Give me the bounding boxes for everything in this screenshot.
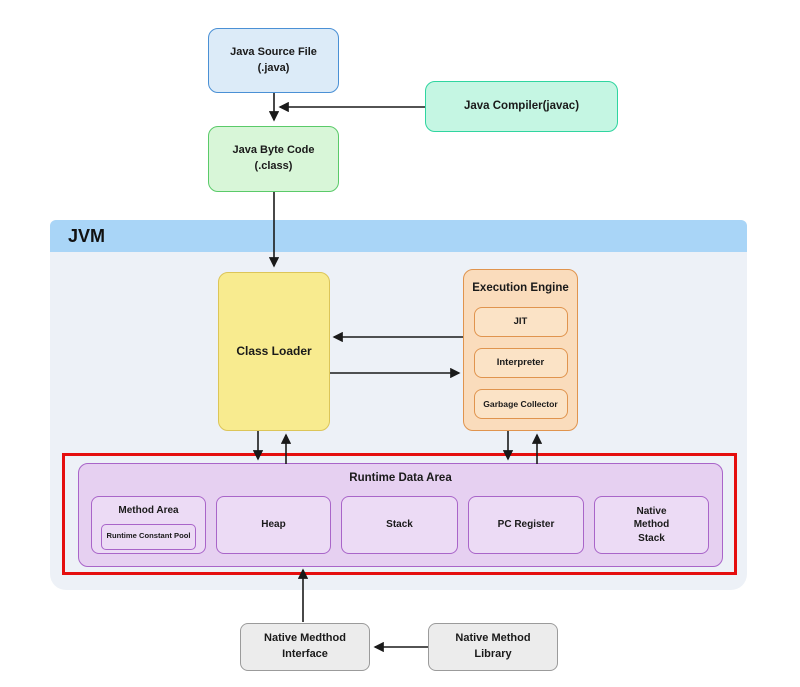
node-jit: JIT <box>473 306 568 337</box>
node-java-source-file: Java Source File (.java) <box>208 28 339 93</box>
native-method-interface-line1: Native Medthod <box>264 632 346 645</box>
node-native-method-library: Native Method Library <box>428 623 558 671</box>
java-byte-code-label: Java Byte Code <box>232 144 315 157</box>
garbage-collector-label: Garbage Collector <box>483 398 558 409</box>
node-runtime-constant-pool: Runtime Constant Pool <box>101 523 196 550</box>
node-stack: Stack <box>341 496 458 554</box>
class-loader-label: Class Loader <box>236 343 312 358</box>
node-heap: Heap <box>216 496 331 554</box>
node-native-method-interface: Native Medthod Interface <box>240 623 370 671</box>
java-byte-code-extension: (.class) <box>254 160 293 172</box>
node-garbage-collector: Garbage Collector <box>473 388 568 419</box>
pc-register-label: PC Register <box>497 519 555 531</box>
runtime-data-area-title: Runtime Data Area <box>349 472 452 484</box>
heap-label: Heap <box>261 519 286 531</box>
method-area-label: Method Area <box>118 505 179 516</box>
native-method-stack-line1: Native <box>636 505 667 517</box>
jvm-header-band: JVM <box>50 220 747 252</box>
node-class-loader: Class Loader <box>218 272 330 431</box>
node-pc-register: PC Register <box>468 496 584 554</box>
node-interpreter: Interpreter <box>473 347 568 378</box>
node-java-compiler: Java Compiler(javac) <box>425 81 618 132</box>
jvm-label: JVM <box>68 225 106 246</box>
node-runtime-data-area: Runtime Data Area Method Area Runtime Co… <box>78 463 723 567</box>
runtime-constant-pool-label: Runtime Constant Pool <box>106 531 191 541</box>
native-method-interface-line2: Interface <box>282 648 328 660</box>
java-source-file-extension: (.java) <box>257 61 290 74</box>
native-method-library-line1: Native Method <box>455 632 531 645</box>
stack-label: Stack <box>386 519 413 531</box>
node-native-method-stack: Native Method Stack <box>594 496 709 554</box>
node-java-byte-code: Java Byte Code (.class) <box>208 126 339 192</box>
native-method-stack-line3: Stack <box>638 532 665 544</box>
execution-engine-title: Execution Engine <box>472 282 569 294</box>
native-method-library-line2: Library <box>474 648 512 660</box>
runtime-highlight-rectangle <box>62 453 737 575</box>
interpreter-label: Interpreter <box>496 356 545 368</box>
java-source-file-label: Java Source File <box>230 45 317 58</box>
native-method-stack-line2: Method <box>633 519 670 531</box>
jit-label: JIT <box>513 315 528 327</box>
node-method-area: Method Area Runtime Constant Pool <box>91 496 206 554</box>
node-execution-engine: Execution Engine JIT Interpreter Garbage… <box>463 269 578 431</box>
java-compiler-label: Java Compiler(javac) <box>463 100 580 113</box>
